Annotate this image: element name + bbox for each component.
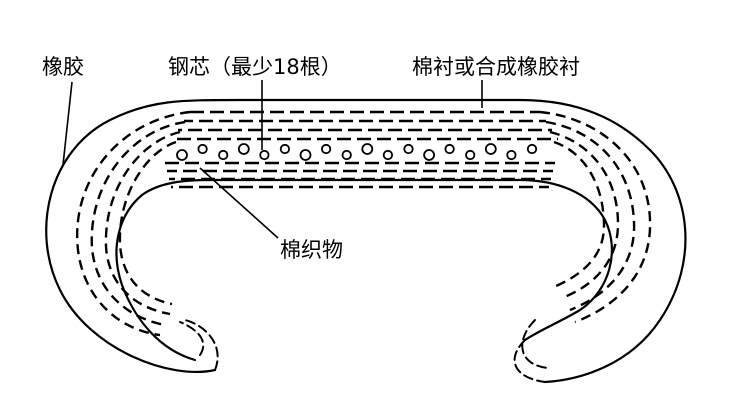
label-rubber: 橡胶: [42, 55, 84, 79]
steel-core-circle: [176, 149, 188, 161]
lining-dash-curve-right: [553, 140, 606, 288]
lining-dash-curve-right: [549, 130, 620, 300]
steel-core-circle: [526, 143, 538, 155]
right-curl-end-inner: [521, 319, 549, 369]
lining-dash-curve-right: [545, 120, 636, 312]
steel-core-circles: [176, 143, 538, 161]
steel-core-circle: [444, 143, 455, 155]
lining-dash-curve-left: [90, 120, 186, 327]
lining-dash-curve-right: [539, 110, 652, 324]
steel-core-circle: [218, 149, 229, 161]
steel-core-circle: [299, 149, 312, 161]
lining-dash-curve-left: [118, 140, 177, 306]
steel-core-circle: [279, 143, 290, 155]
steel-core-circle: [361, 143, 374, 155]
steel-core-circle: [237, 143, 250, 155]
steel-core-circle: [403, 143, 414, 155]
lining-dash-layers: [75, 110, 652, 337]
steel-core-circle: [423, 149, 436, 161]
label-cotton-fabric: 棉织物: [280, 238, 343, 262]
left-curl-end: [184, 319, 219, 371]
steel-core-circle: [465, 149, 476, 161]
steel-core-circle: [506, 149, 517, 161]
steel-core-circle: [484, 143, 497, 155]
lining-dash-curve-left: [75, 110, 191, 337]
steel-core-circle: [197, 143, 208, 155]
steel-core-circle: [341, 149, 352, 161]
label-steel-core: 钢芯（最少18根）: [168, 55, 342, 79]
steel-core-circle: [259, 149, 270, 161]
left-curl-end-inner: [179, 321, 205, 356]
leader-rubber: [62, 81, 73, 166]
right-curl-end: [513, 339, 546, 383]
lining-dash-curve-left: [104, 130, 181, 316]
rubber-outer-contour: [45, 98, 687, 384]
rubber-inner-contour: [115, 178, 613, 362]
leader-cotton-fabric: [199, 167, 279, 239]
steel-core-circle: [320, 143, 332, 155]
steel-core-circle: [382, 149, 393, 161]
label-cotton-or-synthetic-lining: 棉衬或合成橡胶衬: [412, 55, 580, 79]
